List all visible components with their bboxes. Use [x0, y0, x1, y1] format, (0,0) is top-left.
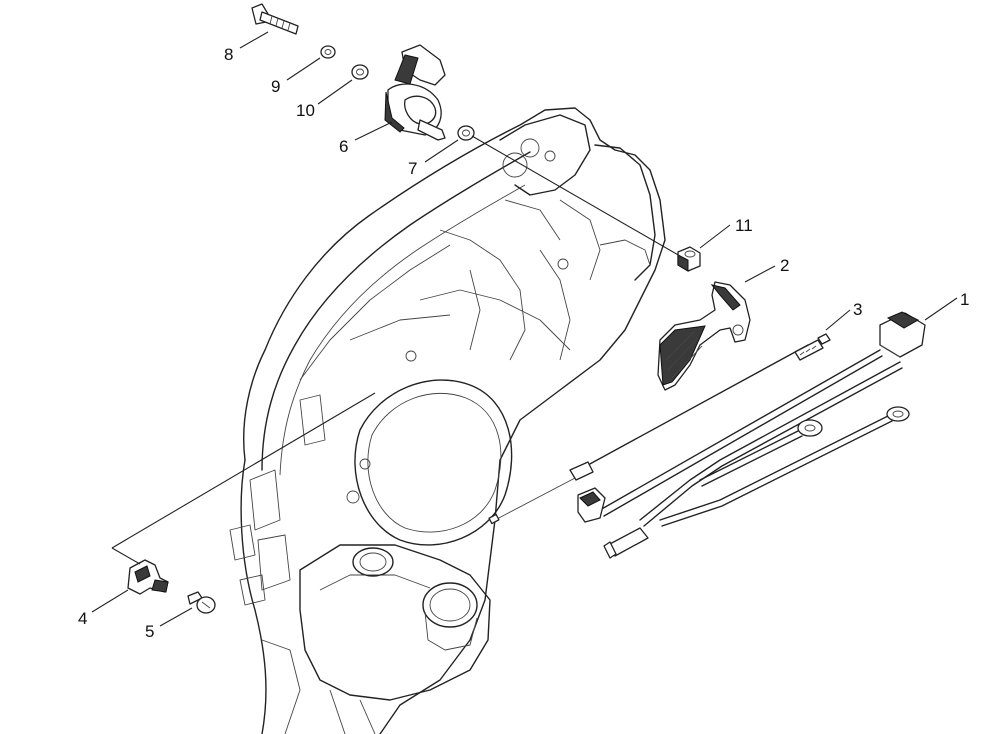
callout-6: 6	[339, 137, 348, 156]
part-7-washer	[457, 125, 475, 141]
callout-2: 2	[780, 256, 789, 275]
part-1-switch-harness	[577, 311, 926, 559]
callout-5: 5	[145, 622, 154, 641]
part-8-bolt	[251, 3, 299, 35]
callout-11: 11	[735, 216, 753, 235]
callout-labels: 1 2 3 4 5 6 7 8 9 10 11	[78, 45, 969, 641]
part-10-washer	[351, 64, 369, 80]
callout-7: 7	[408, 159, 417, 178]
part-5-screw	[187, 591, 216, 614]
callout-1: 1	[960, 290, 969, 309]
part-9-washer	[320, 45, 336, 59]
callout-8: 8	[224, 45, 233, 64]
part-4-clip	[127, 559, 169, 595]
part-6-bracket	[384, 44, 446, 141]
leader-lines	[91, 31, 958, 627]
part-2-trigger	[657, 281, 751, 391]
main-housing	[229, 107, 666, 734]
callout-3: 3	[853, 300, 862, 319]
part-11-nut	[677, 246, 701, 272]
callout-9: 9	[271, 77, 280, 96]
callout-4: 4	[78, 609, 87, 628]
part-3-cable	[488, 333, 831, 525]
callout-10: 10	[296, 101, 315, 120]
